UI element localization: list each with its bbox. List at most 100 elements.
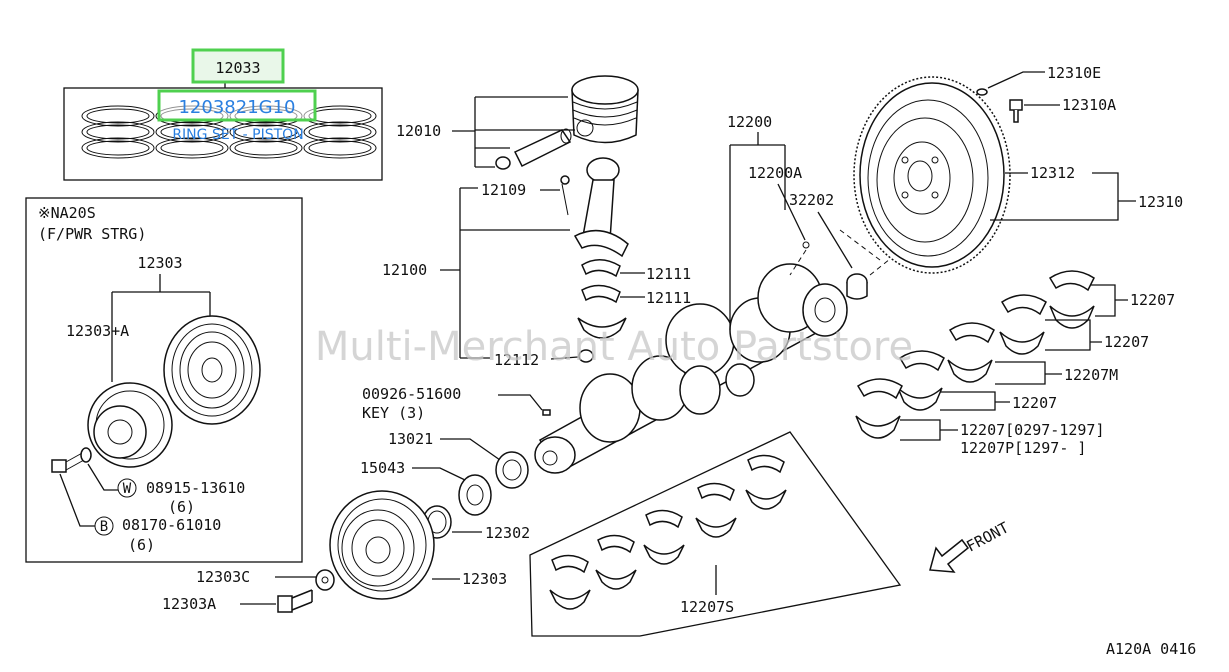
hotspot-12010[interactable]: 12010	[396, 122, 441, 140]
front-label: FRONT	[963, 518, 1011, 555]
oil-pump-gear-icon	[458, 474, 492, 516]
hotspot-12310[interactable]: 12310	[1138, 193, 1183, 211]
crank-pulley-group: 12303 12303C 12303A	[162, 490, 507, 613]
svg-text:B: B	[100, 519, 108, 535]
connecting-rod-icon	[560, 157, 629, 258]
hotspot-12111-upper[interactable]: 12111	[646, 265, 691, 283]
label-12207-3: 12207	[1012, 394, 1057, 412]
hotspot-inset-12303a[interactable]: 12303+A	[66, 322, 129, 340]
label-12200a: 12200A	[748, 164, 802, 182]
hotspot-12310a[interactable]: 12310A	[1062, 96, 1116, 114]
label-12200: 12200	[727, 113, 772, 131]
rod-bearing-icon	[577, 259, 627, 363]
hotspot-12207-2[interactable]: 12207	[1104, 333, 1149, 351]
oem-code-text: 1203821G10	[178, 97, 295, 118]
hotspot-15043[interactable]: 15043	[360, 459, 405, 477]
hotspot-12302[interactable]: 12302	[485, 524, 530, 542]
hotspot-12200[interactable]: 12200	[727, 113, 772, 131]
b-mark-icon: B	[94, 516, 114, 536]
label-15043: 15043	[360, 459, 405, 477]
label-12207p: 12207P[1297- ]	[960, 439, 1086, 457]
bearing-shells-right-icon	[855, 270, 1095, 439]
pulley-washer-icon	[315, 569, 335, 591]
label-w-qty: (6)	[168, 498, 195, 516]
hotspot-12200a[interactable]: 12200A	[748, 164, 802, 182]
label-12310: 12310	[1138, 193, 1183, 211]
label-12207-2: 12207	[1104, 333, 1149, 351]
hotspot-12207-3[interactable]: 12207	[1012, 394, 1057, 412]
label-12010: 12010	[396, 122, 441, 140]
hotspot-12312[interactable]: 12312	[1030, 164, 1075, 182]
label-12312: 12312	[1030, 164, 1075, 182]
flywheel-icon	[853, 76, 1011, 274]
label-12207m: 12207M	[1064, 366, 1118, 384]
label-13021: 13021	[388, 430, 433, 448]
hotspot-13021[interactable]: 13021	[388, 430, 433, 448]
piston-pin-icon	[495, 128, 572, 170]
label-b-qty: (6)	[128, 536, 155, 554]
label-key-qty: KEY (3)	[362, 404, 425, 422]
ring-set-frame	[63, 87, 383, 181]
crank-sprocket-icon	[495, 451, 529, 489]
hotspot-12303[interactable]: 12303	[462, 570, 507, 588]
hotspot-12303c[interactable]: 12303C	[196, 568, 250, 586]
hotspot-12207p[interactable]: 12207P[1297- ]	[960, 439, 1086, 457]
label-12207-1: 12207	[1130, 291, 1175, 309]
hotspot-oem-code[interactable]: 1203821G10	[157, 89, 317, 122]
hotspot-12109[interactable]: 12109	[481, 181, 526, 199]
bearing-set-frame	[529, 431, 902, 637]
hotspot-12100[interactable]: 12100	[382, 261, 427, 279]
hotspot-12310e[interactable]: 12310E	[1047, 64, 1101, 82]
hotspot-32202[interactable]: 32202	[789, 191, 834, 209]
pilot-bushing-icon	[846, 273, 868, 300]
label-12111-upper: 12111	[646, 265, 691, 283]
flywheel-bolt-icon	[1009, 99, 1023, 123]
hotspot-12112[interactable]: 12112	[494, 351, 539, 369]
label-08915-13610: 08915-13610	[146, 479, 245, 497]
label-12310e: 12310E	[1047, 64, 1101, 82]
hotspot-12207-0297[interactable]: 12207[0297-1297]	[960, 421, 1105, 439]
diagram-code: A120A 0416	[1106, 640, 1196, 658]
main-bearing-set: 12207S	[529, 431, 902, 637]
hotspot-12303a[interactable]: 12303A	[162, 595, 216, 613]
label-12111-lower: 12111	[646, 289, 691, 307]
crankshaft-group: 12200 12200A 32202	[534, 113, 896, 474]
w-mark-icon: W	[117, 478, 137, 498]
piston-assembly: 12010 12109 12100 12111 12111 12112	[382, 75, 691, 369]
label-00926-51600: 00926-51600	[362, 385, 461, 403]
ring-set-group: 12033 1203821G10 RING SET - PISTON	[63, 48, 383, 181]
label-12303: 12303	[462, 570, 507, 588]
label-12303a: 12303A	[162, 595, 216, 613]
hotspot-00926-51600[interactable]: 00926-51600 KEY (3)	[362, 385, 461, 422]
svg-text:W: W	[123, 481, 132, 497]
label-12207s: 12207S	[680, 598, 734, 616]
front-components: 00926-51600 KEY (3) 13021 15043 12302	[360, 385, 551, 542]
inset-bolt-icon	[51, 447, 92, 473]
hotspot-12111-lower[interactable]: 12111	[646, 289, 691, 307]
inset-frame	[25, 197, 303, 563]
hotspot-12207s[interactable]: 12207S	[680, 598, 734, 616]
hotspot-08170-61010[interactable]: 08170-61010 (6)	[122, 516, 221, 554]
label-12303c: 12303C	[196, 568, 250, 586]
label-inset-12303: 12303	[137, 254, 182, 272]
hotspot-12207m[interactable]: 12207M	[1064, 366, 1118, 384]
watermark: Multi-Merchant Auto Partstore	[315, 324, 913, 370]
crankshaft-icon	[534, 263, 848, 474]
inset-na20s: ※NA20S (F/PWR STRG) 12303 12303+A	[25, 197, 303, 563]
label-12207-0297: 12207[0297-1297]	[960, 421, 1105, 439]
inset-pulley-icon	[163, 315, 261, 425]
flywheel-group: 12310E 12310A 12312 12310	[853, 64, 1183, 274]
hotspot-12207-1[interactable]: 12207	[1130, 291, 1175, 309]
crank-pulley-icon	[329, 490, 435, 600]
label-32202: 32202	[789, 191, 834, 209]
label-12109: 12109	[481, 181, 526, 199]
hotspot-08915-13610[interactable]: 08915-13610 (6)	[146, 479, 245, 516]
main-bearing-shells-icon	[549, 454, 787, 610]
label-12302: 12302	[485, 524, 530, 542]
hotspot-inset-12303[interactable]: 12303	[137, 254, 182, 272]
front-arrow-icon	[929, 538, 970, 573]
pulley-bolt-icon	[277, 589, 313, 613]
label-12112: 12112	[494, 351, 539, 369]
label-12033: 12033	[215, 59, 260, 77]
hotspot-12033[interactable]: 12033	[191, 48, 285, 84]
